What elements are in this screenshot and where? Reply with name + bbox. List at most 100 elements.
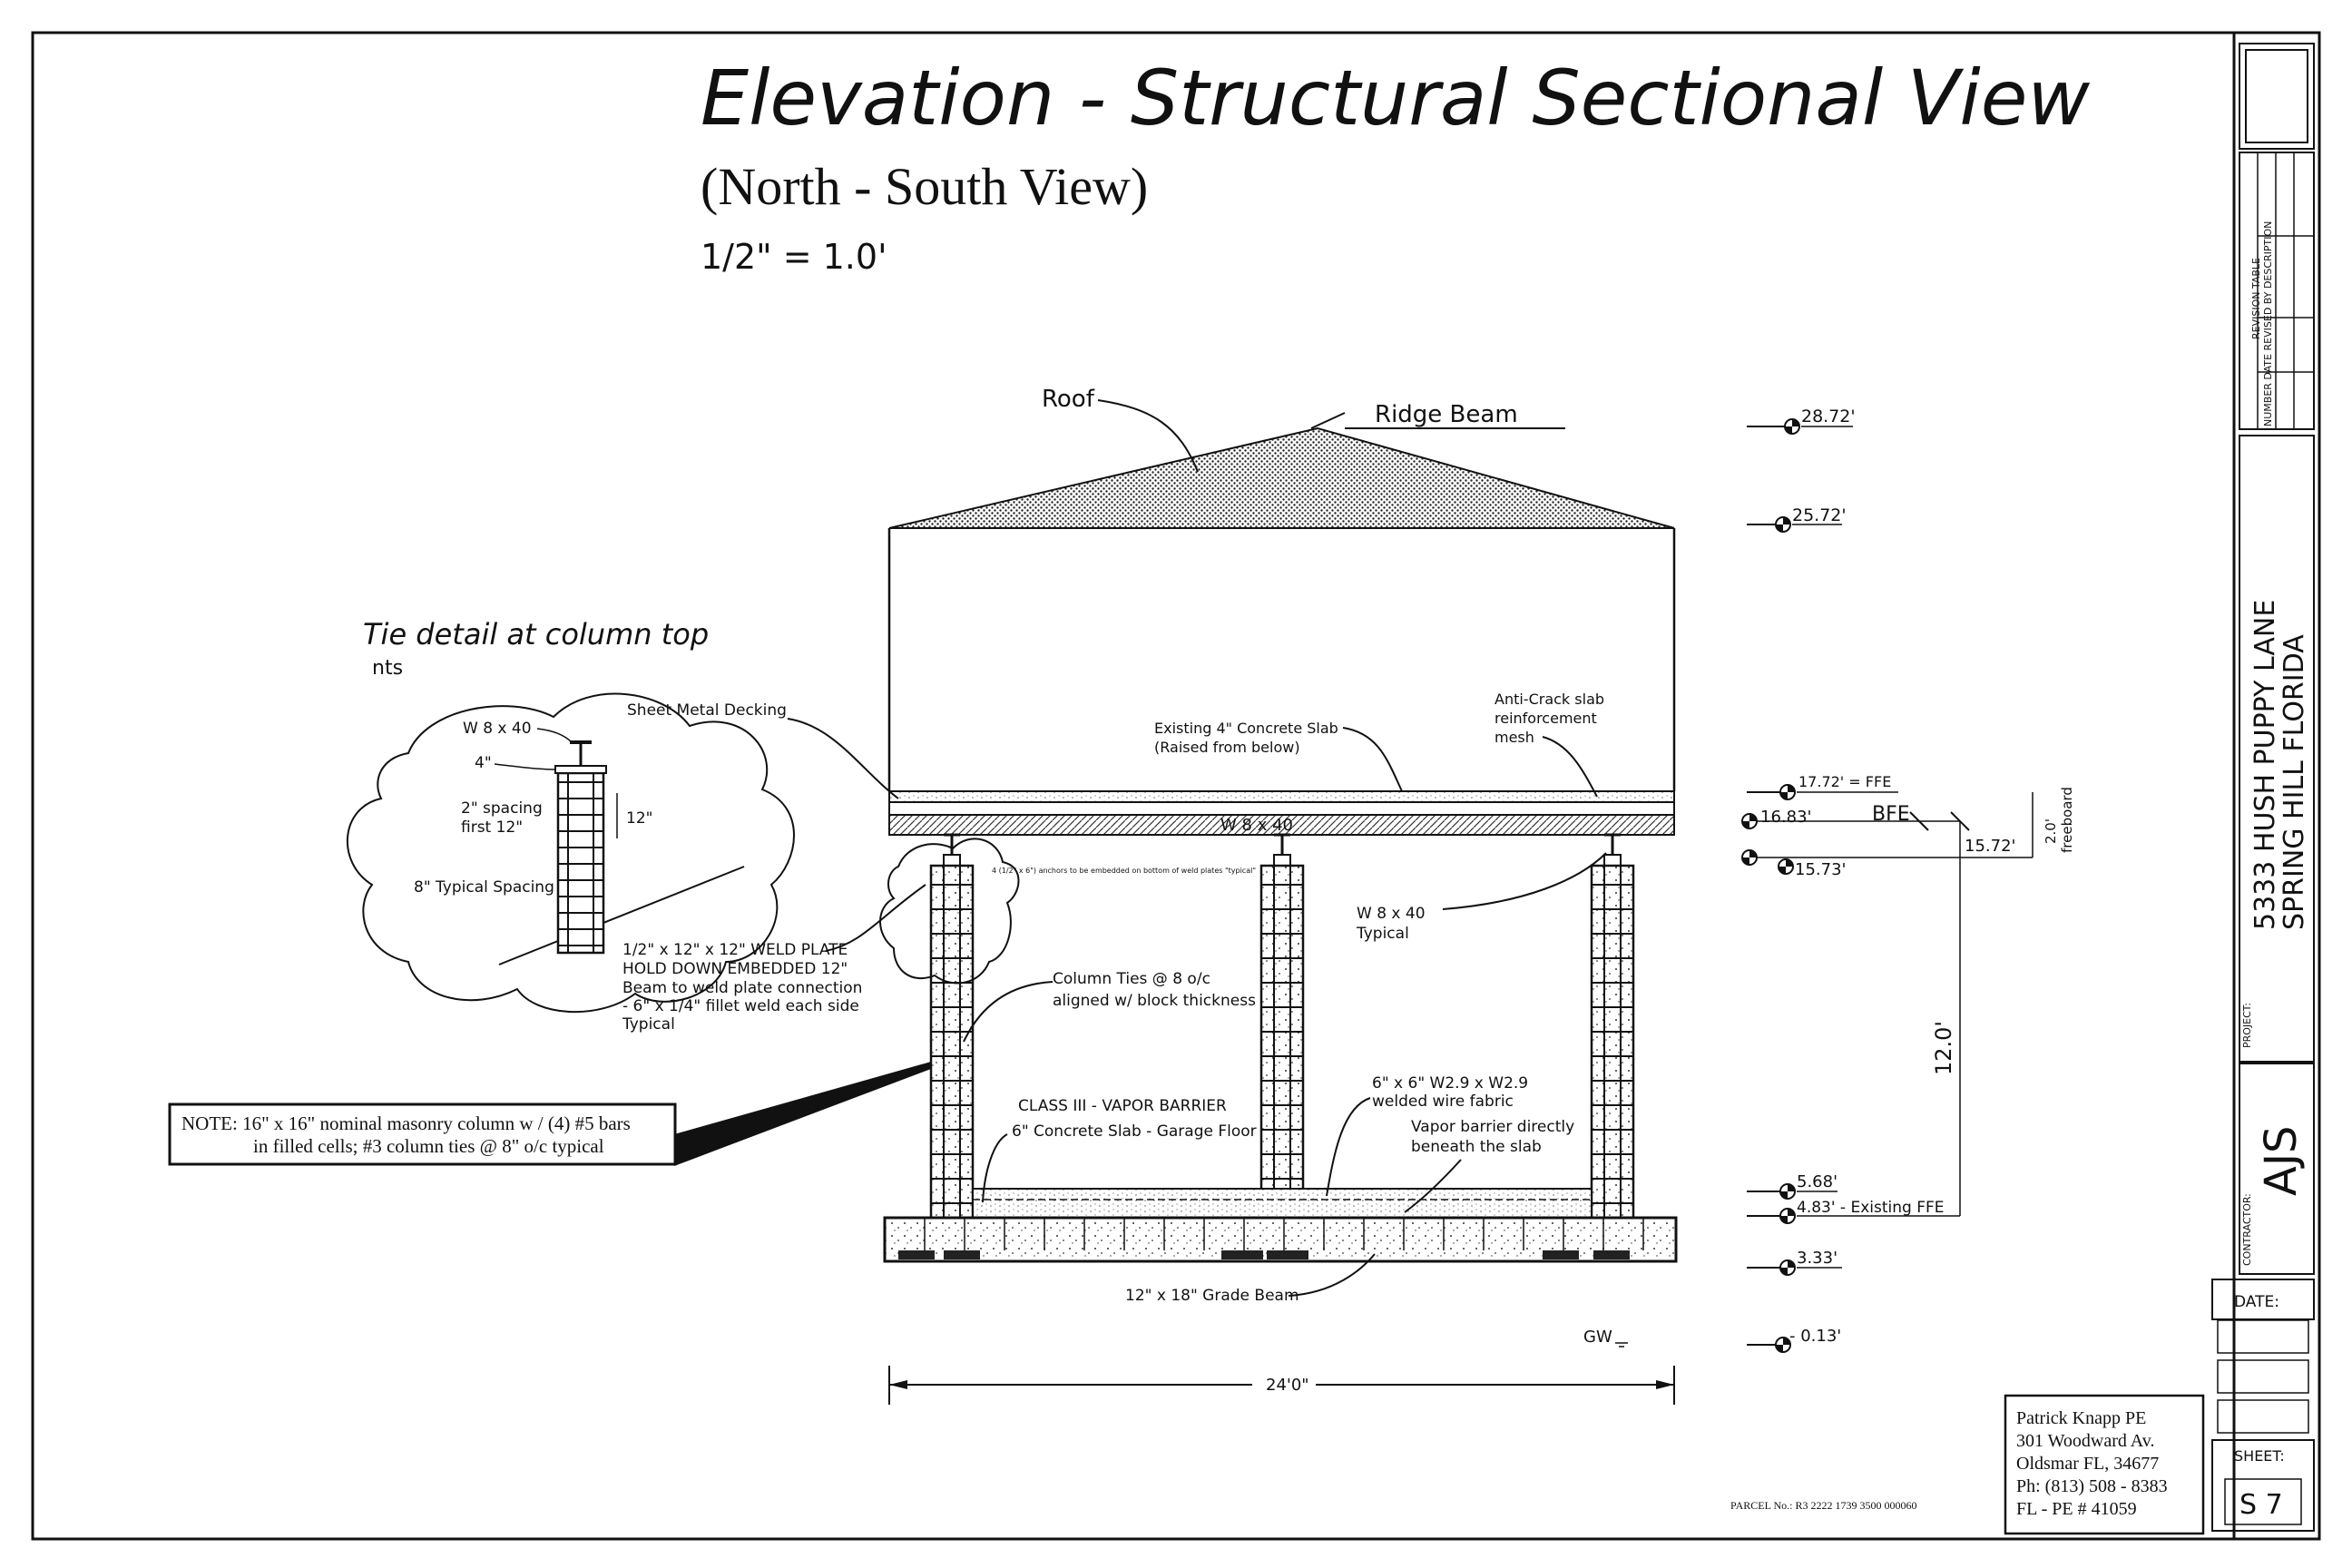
weld-leader [825,884,926,952]
vb-leader [1404,1159,1462,1213]
vb-label-1: Vapor barrier directly [1411,1118,1574,1136]
column-right [1590,833,1635,1261]
engineer-line-3: Oldsmar FL, 34677 [2016,1454,2159,1474]
elev-5-68: 5.68' [1797,1172,1838,1191]
grade-beam-rebar [1543,1250,1579,1259]
project-line-1: 5333 HUSH PUPPY LANE [2249,600,2281,930]
dim-12-0: 12.0' [1931,1021,1956,1075]
wwf-leader [1326,1097,1371,1197]
roof [888,426,1675,529]
anchor-note: 4 (1/2" x 6") anchors to be embedded on … [992,867,1256,875]
elevation-markers [1741,418,2034,1353]
detail-typical-spacing: 8" Typical Spacing [414,878,554,897]
roof-label: Roof [1042,386,1095,413]
width-dimension: 24'0" [1266,1376,1309,1395]
dim-arrow-left [889,1380,907,1389]
detail-plate-label: 4" [475,754,492,772]
bfe-label: BFE [1872,803,1910,826]
elev-16-83: 16.83' [1760,808,1811,827]
elev-17-72: 17.72' = FFE [1798,773,1891,790]
roof-leader [1097,399,1199,473]
elev-15-72: 15.72' [1965,837,2015,856]
elev-4-83: 4.83' - Existing FFE [1797,1199,1945,1217]
weld-note-4: - 6" x 1/4" fillet weld each side [622,997,859,1015]
detail-grade-line [498,866,745,965]
engineer-line-1: Patrick Knapp PE [2016,1408,2146,1428]
project-label: PROJECT: [2241,1003,2253,1048]
sheet-label: SHEET: [2234,1447,2285,1465]
anticrack-label-1: Anti-Crack slab [1494,691,1604,708]
grade-beam-rebar [944,1250,980,1259]
note-pointer [674,1062,931,1166]
column-ties-label-2: aligned w/ block thickness [1053,992,1256,1010]
elev-15-73: 15.73' [1795,860,1846,879]
vapor-label-2: 6" Concrete Slab - Garage Floor [1012,1122,1257,1141]
project-line-2: SPRING HILL FLORIDA [2278,634,2310,930]
elev-3-33: 3.33' [1797,1249,1838,1268]
grade-beam-rebar [898,1250,935,1259]
grade-beam-cells [884,1218,1644,1259]
detail-cloud [346,692,795,1014]
column-top-cloud [879,838,1020,985]
detail-title: Tie detail at column top [363,617,709,652]
detail-dim-12: 12" [626,809,652,828]
weld-note-2: HOLD DOWN EMBEDDED 12" [622,960,848,978]
ridge-label: Ridge Beam [1375,401,1518,428]
beam-right-label-1: W 8 x 40 [1357,905,1426,923]
anticrack-label-2: reinforcement [1494,710,1597,727]
vb-label-2: beneath the slab [1411,1138,1542,1156]
sheet-border [31,31,2321,1541]
beam-right-leader [1442,852,1607,910]
vapor-label-1: CLASS III - VAPOR BARRIER [1018,1097,1227,1115]
vapor-leader [982,1133,1008,1203]
ridge-leader [1310,412,1346,429]
scale-label: 1/2" = 1.0' [701,237,887,277]
column-left [929,833,975,1261]
contractor-label: CONTRACTOR: [2241,1193,2253,1266]
detail-beam-label: W 8 x 40 [463,720,532,738]
freeboard-value: 2.0' [2043,818,2059,844]
weld-note-3: Beam to weld plate connection [622,979,862,997]
note-line-1: NOTE: 16" x 16" nominal masonry column w… [181,1112,631,1134]
detail-spacing-1: 2" spacing [461,799,543,818]
floor-layer [888,801,1675,816]
detail-weld-plate [554,765,607,774]
engineer-box [2004,1394,2205,1535]
wwf-label-1: 6" x 6" W2.9 x W2.9 [1372,1074,1528,1093]
dim-arrow-right [1656,1380,1674,1389]
column-ties-label-1: Column Ties @ 8 o/c [1053,970,1210,988]
grade-beam-leader [1288,1253,1376,1297]
detail-plate-leader [494,763,556,770]
beam-right-label-2: Typical [1356,925,1409,943]
date-label: DATE: [2234,1293,2279,1311]
sheet-number: S 7 [2239,1489,2283,1521]
anticrack-leader [1542,736,1598,798]
page-subtitle: (North - South View) [701,157,1148,216]
wwf-label-2: welded wire fabric [1372,1093,1514,1111]
anticrack-label-3: mesh [1494,729,1534,746]
engineer-line-2: 301 Woodward Av. [2016,1431,2154,1451]
slab-leader [1342,727,1403,792]
detail-column-ties [558,781,603,946]
detail-decking-label: Sheet Metal Decking [627,701,787,720]
revision-table-label: REVISION TABLE [2250,258,2262,339]
existing-slab-label-2: (Raised from below) [1154,739,1300,756]
weld-note-5: Typical [622,1015,675,1034]
page-title: Elevation - Structural Sectional View [701,54,2090,142]
grade-beam-label: 12" x 18" Grade Beam [1125,1287,1299,1305]
garage-slab [972,1188,1592,1219]
parcel-number: PARCEL No.: R3 2222 1739 3500 000060 [1730,1499,1916,1512]
engineer-line-5: FL - PE # 41059 [2016,1499,2137,1519]
elev-neg-0-13: - 0.13' [1789,1327,1841,1346]
note-box [168,1102,677,1166]
detail-spacing-2: first 12" [461,818,523,837]
beam-center-label: W 8 x 40 [1220,816,1293,835]
grade-beam-rebar [1593,1250,1630,1259]
gw-label: GW [1583,1328,1612,1347]
grade-beam-rebar [1267,1250,1308,1259]
elev-28-72: 28.72' [1801,407,1856,426]
grade-beam-rebar [1221,1250,1263,1259]
weld-note-1: 1/2" x 12" x 12" WELD PLATE [622,941,848,959]
existing-slab [888,790,1675,803]
revision-table-columns: NUMBER DATE REVISED BY DESCRIPTION [2262,221,2274,426]
